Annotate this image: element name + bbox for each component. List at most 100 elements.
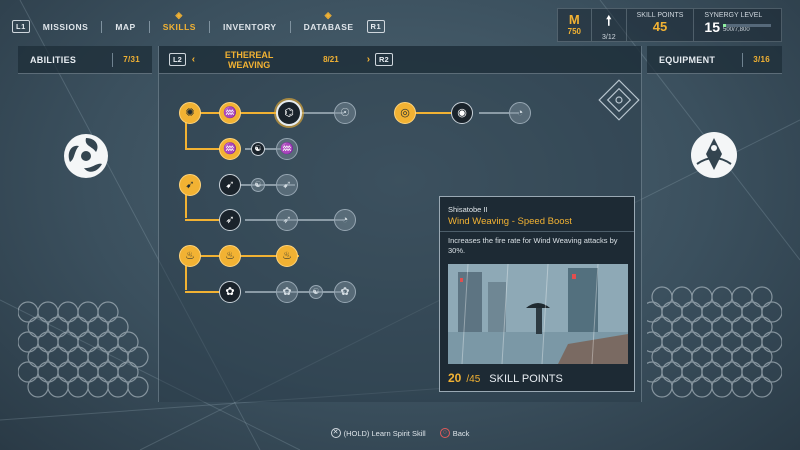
equipment-emblem-icon xyxy=(691,132,737,178)
skill-node-locked[interactable]: ◔ xyxy=(334,209,356,231)
cross-button-icon: ✕ xyxy=(330,428,341,438)
currency-stat: M 750 xyxy=(558,9,592,41)
skill-node-fire-ii[interactable]: ♨ xyxy=(219,245,241,267)
synergy-progress: 500/7,800 xyxy=(723,27,750,33)
r2-button[interactable]: R2 xyxy=(375,53,393,66)
skill-node-available[interactable]: ➶ xyxy=(219,209,241,231)
connector-line xyxy=(245,148,285,150)
skill-points-value: 45 xyxy=(652,19,668,34)
skill-points-label: SKILL POINTS xyxy=(489,373,563,385)
header-divider xyxy=(112,52,114,67)
abilities-header[interactable]: ABILITIES 7/31 xyxy=(18,46,152,74)
equipment-label: EQUIPMENT xyxy=(659,54,716,65)
skill-detail-card: Shisatobe II Wind Weaving - Speed Boost … xyxy=(439,196,635,392)
top-bar: L1 MISSIONS MAP ◈ SKILLS INVENTORY ◈ DAT… xyxy=(0,0,800,44)
abilities-panel: ABILITIES 7/31 xyxy=(18,46,152,402)
l1-button[interactable]: L1 xyxy=(12,20,30,33)
equipment-header[interactable]: EQUIPMENT 3/16 xyxy=(647,46,782,74)
skill-node-wind[interactable]: ✺ xyxy=(179,102,201,124)
skill-node-locked[interactable]: ♒ xyxy=(276,138,298,160)
rainy-street-scene xyxy=(448,264,628,364)
skill-points-label: SKILL POINTS xyxy=(636,12,684,19)
tomoe-emblem-icon xyxy=(64,134,108,178)
circle-button-icon: ○ xyxy=(439,428,450,438)
connector-line xyxy=(479,112,519,114)
skill-node-locked[interactable]: ◔ xyxy=(509,102,531,124)
skill-node-dash[interactable]: ➹ xyxy=(179,174,201,196)
skill-node-fire[interactable]: ♨ xyxy=(179,245,201,267)
stats-panel: M 750 🠕 3/12 SKILL POINTS 45 SYNERGY LEV… xyxy=(556,8,782,42)
skill-node-available[interactable]: ➹ xyxy=(219,174,241,196)
skill-name: Wind Weaving - Speed Boost xyxy=(440,214,634,232)
tab-database[interactable]: ◈ DATABASE xyxy=(297,10,361,32)
yin-yang-icon[interactable]: ☯ xyxy=(309,285,323,299)
skill-node-fire-iii[interactable]: ♨ xyxy=(276,245,298,267)
notification-diamond-icon: ◈ xyxy=(175,9,183,20)
skill-node-speed-boost[interactable]: ⌬ xyxy=(276,100,302,126)
skill-node-locked[interactable]: ☉ xyxy=(334,102,356,124)
learn-skill-prompt[interactable]: ✕ (HOLD) Learn Spirit Skill xyxy=(330,428,426,438)
connector-line xyxy=(185,122,187,148)
synergy-progress-fill xyxy=(723,24,727,27)
skill-node-available[interactable]: ✿ xyxy=(219,281,241,303)
skill-points-need: /45 xyxy=(466,374,481,385)
chevron-left-icon[interactable]: ‹ xyxy=(191,54,196,65)
tab-missions[interactable]: MISSIONS xyxy=(42,21,89,32)
tab-skills-label: SKILLS xyxy=(162,21,196,32)
chevron-right-icon[interactable]: › xyxy=(366,54,371,65)
equipment-count: 3/16 xyxy=(753,55,770,64)
notification-diamond-icon: ◈ xyxy=(324,9,332,20)
abilities-label: ABILITIES xyxy=(30,54,77,65)
skill-node-locked[interactable]: ✿ xyxy=(276,281,298,303)
yin-yang-icon[interactable]: ☯ xyxy=(251,178,265,192)
currency-value: 750 xyxy=(567,27,581,36)
diamond-crest-icon xyxy=(598,79,640,121)
skill-node-tornado-ii[interactable]: ♒ xyxy=(219,138,241,160)
skill-preview-image xyxy=(448,264,628,364)
l2-button[interactable]: L2 xyxy=(169,53,186,66)
connector-line xyxy=(199,255,299,257)
connector-line xyxy=(409,112,459,114)
back-prompt[interactable]: ○ Back xyxy=(439,428,470,438)
main-nav: L1 MISSIONS MAP ◈ SKILLS INVENTORY ◈ DAT… xyxy=(12,10,386,33)
learn-skill-label: (HOLD) Learn Spirit Skill xyxy=(343,428,426,438)
skill-subtitle: Shisatobe II xyxy=(448,205,488,214)
synergy-progress-bar xyxy=(723,24,771,27)
skill-node-locked[interactable]: ➹ xyxy=(276,174,298,196)
nav-divider xyxy=(208,20,210,33)
tab-map[interactable]: MAP xyxy=(115,21,136,32)
skill-node-locked[interactable]: ➶ xyxy=(276,209,298,231)
skill-node-locked[interactable]: ✿ xyxy=(334,281,356,303)
wave-pattern-decoration xyxy=(18,301,149,398)
connector-line xyxy=(185,148,225,150)
skill-node-shield[interactable]: ◎ xyxy=(394,102,416,124)
nav-divider xyxy=(289,20,291,33)
tab-database-label: DATABASE xyxy=(303,21,354,32)
skill-tree-title-line1: ETHEREAL xyxy=(224,49,274,60)
connector-line xyxy=(185,219,225,221)
arrow-up-icon: 🠕 xyxy=(606,13,612,28)
nav-divider xyxy=(148,20,150,33)
progress-value: 3/12 xyxy=(601,34,616,41)
connector-line xyxy=(185,264,187,290)
button-prompts: ✕ (HOLD) Learn Spirit Skill ○ Back xyxy=(0,428,800,438)
tab-inventory[interactable]: INVENTORY xyxy=(222,21,277,32)
progress-stat: 🠕 3/12 xyxy=(592,9,627,41)
skill-tree-title-line2: WEAVING xyxy=(227,59,271,70)
header-divider xyxy=(742,52,744,67)
skill-cost: 20/45 SKILL POINTS xyxy=(448,371,563,385)
yin-yang-icon[interactable]: ☯ xyxy=(251,142,265,156)
back-label: Back xyxy=(452,428,470,438)
connector-line xyxy=(185,291,225,293)
abilities-count: 7/31 xyxy=(123,55,140,64)
skill-tree-header: L2 ‹ ETHEREAL WEAVING 8/21 › R2 xyxy=(159,46,641,74)
skill-tree-panel: L2 ‹ ETHEREAL WEAVING 8/21 › R2 ✺ ♒ ⌬ ☉ … xyxy=(158,46,642,402)
equipment-panel: EQUIPMENT 3/16 xyxy=(598,46,782,402)
r1-button[interactable]: R1 xyxy=(366,20,386,33)
skill-node-available[interactable]: ◉ xyxy=(451,102,473,124)
skill-node-tornado[interactable]: ♒ xyxy=(219,102,241,124)
skill-description: Increases the fire rate for Wind Weaving… xyxy=(448,236,618,255)
skill-tree-title: ETHEREAL WEAVING xyxy=(209,50,289,70)
tab-skills[interactable]: ◈ SKILLS xyxy=(156,10,203,32)
